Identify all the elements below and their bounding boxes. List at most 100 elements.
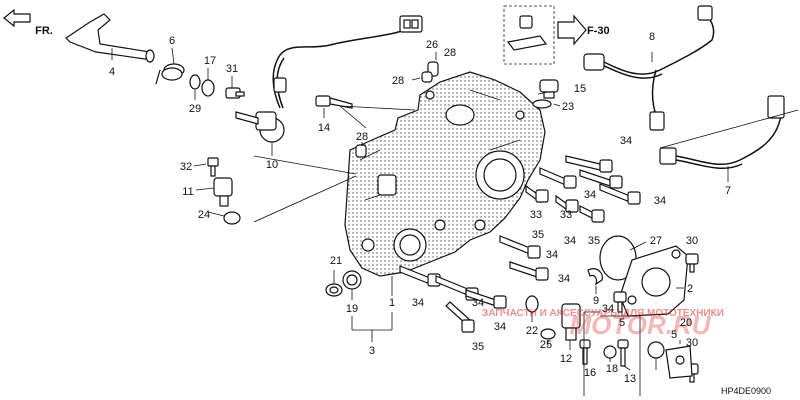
callout-label: 9 — [593, 295, 599, 307]
callout-label: 15 — [574, 83, 586, 95]
callout-label: 18 — [606, 363, 618, 375]
o-ring-part — [223, 211, 241, 225]
front-direction-arrow-icon: FR. — [3, 8, 53, 37]
callout-label: 32 — [180, 161, 192, 173]
callout-label: 30 — [686, 337, 698, 349]
callout-label: 16 — [584, 367, 596, 379]
bolt-32-part — [207, 157, 219, 177]
front-direction-label: FR. — [35, 25, 53, 37]
callout-label: 34 — [584, 189, 596, 201]
callout-label: 34 — [602, 303, 614, 315]
oil-seal-21-part — [325, 283, 343, 297]
bolt-13-part — [617, 339, 629, 367]
callout-label: 11 — [182, 186, 193, 198]
switch-connector-part — [399, 15, 423, 33]
connector-pin — [411, 19, 419, 29]
o-ring-23-part — [532, 99, 552, 109]
wire-clip-part — [273, 77, 287, 93]
washer-part — [189, 74, 201, 90]
callout-label: 19 — [346, 303, 358, 315]
shift-spindle-part — [65, 13, 155, 63]
harness-7-wire-2 — [675, 159, 743, 170]
connector-pin — [403, 19, 411, 29]
flange-bolts-right — [525, 155, 641, 223]
callout-label: 10 — [266, 159, 278, 171]
callout-label: 12 — [560, 353, 572, 365]
callout-label: 29 — [189, 103, 201, 115]
callout-label: 14 — [318, 122, 330, 134]
bolt-5-part — [613, 291, 627, 313]
bolt-30-upper-part — [685, 253, 699, 273]
callout-label: 28 — [356, 131, 368, 143]
reference-arrow-icon — [557, 14, 587, 46]
callout-label: 3 — [369, 345, 375, 357]
callout-label: 5 — [619, 317, 625, 329]
callout-label: 22 — [526, 325, 538, 337]
callout-label: 34 — [558, 273, 570, 285]
callout-label: 34 — [654, 195, 666, 207]
flange-bolts-lower — [399, 235, 549, 333]
bracket-part — [665, 345, 693, 379]
o-ring-25-part — [540, 328, 556, 340]
switch-wire — [272, 25, 413, 109]
callout-labels: 4 6 29 17 31 10 14 32 11 24 26 28 28 28 … — [109, 31, 731, 385]
dowel-pin-part — [355, 144, 367, 158]
harness-8-connector-c — [649, 111, 665, 131]
gear-position-switch-part — [235, 111, 285, 143]
callout-label: 20 — [680, 317, 692, 329]
callout-label: 4 — [109, 66, 115, 78]
o-ring-27-part — [599, 235, 637, 281]
oil-seal-part — [201, 79, 215, 97]
callout-label: 23 — [562, 101, 574, 113]
callout-label: 21 — [330, 255, 342, 267]
callout-label: 28 — [444, 47, 456, 59]
callout-label: 2 — [687, 283, 693, 295]
callout-label: 34 — [620, 135, 632, 147]
callout-label: 28 — [392, 75, 404, 87]
callout-label: 8 — [649, 31, 655, 43]
callout-label: 35 — [472, 341, 484, 353]
callout-label: 33 — [530, 209, 542, 221]
group-bracket-line — [600, 315, 641, 396]
diagram-code: HP4DE0900 — [721, 386, 771, 396]
callout-label: 5 — [671, 329, 677, 341]
callout-label: 13 — [624, 373, 636, 385]
clip-part — [587, 268, 603, 286]
callout-label: 25 — [540, 339, 552, 351]
callout-label: 34 — [494, 321, 506, 333]
crankcase-cover-part — [344, 71, 546, 277]
collar-part — [647, 341, 665, 359]
callout-label: 30 — [686, 235, 698, 247]
sensor-12-part — [561, 303, 581, 341]
callout-label: 35 — [532, 229, 544, 241]
bearing-part — [342, 270, 362, 290]
callout-label: 1 — [389, 297, 395, 309]
bolt-14-part — [315, 95, 353, 109]
callout-label: 34 — [412, 297, 424, 309]
harness-7-connector-b — [767, 95, 785, 119]
bolt-16-part — [579, 339, 591, 365]
callout-label: 31 — [226, 63, 238, 75]
speed-sensor-part — [213, 177, 233, 207]
callout-label: 33 — [560, 209, 572, 221]
dowel-pin-part — [421, 71, 433, 83]
return-spring-part — [155, 63, 185, 85]
harness-7-connector-a — [659, 147, 677, 165]
callout-label: 26 — [426, 39, 438, 51]
group-bracket-line — [583, 311, 600, 396]
callout-label: 7 — [725, 185, 731, 197]
callout-label: 34 — [564, 235, 576, 247]
watermark-text: ЗАПЧАСТИ И АКСЕССУАРЫ ДЛЯ МОТОТЕХНИКИ — [482, 308, 724, 319]
harness-8-wire-2 — [599, 63, 663, 79]
switch-bolt-part — [225, 87, 245, 99]
callout-label: 17 — [204, 55, 216, 67]
reference-box: F-30 — [503, 5, 610, 65]
harness-7-wire — [675, 95, 783, 166]
cover-plate-part — [619, 245, 689, 317]
filler-cap-part — [539, 79, 559, 99]
callout-label: 35 — [588, 235, 600, 247]
watermark-logo: MOTOR.RU — [569, 310, 711, 340]
callout-label: 27 — [650, 235, 662, 247]
callout-label: 34 — [472, 297, 484, 309]
